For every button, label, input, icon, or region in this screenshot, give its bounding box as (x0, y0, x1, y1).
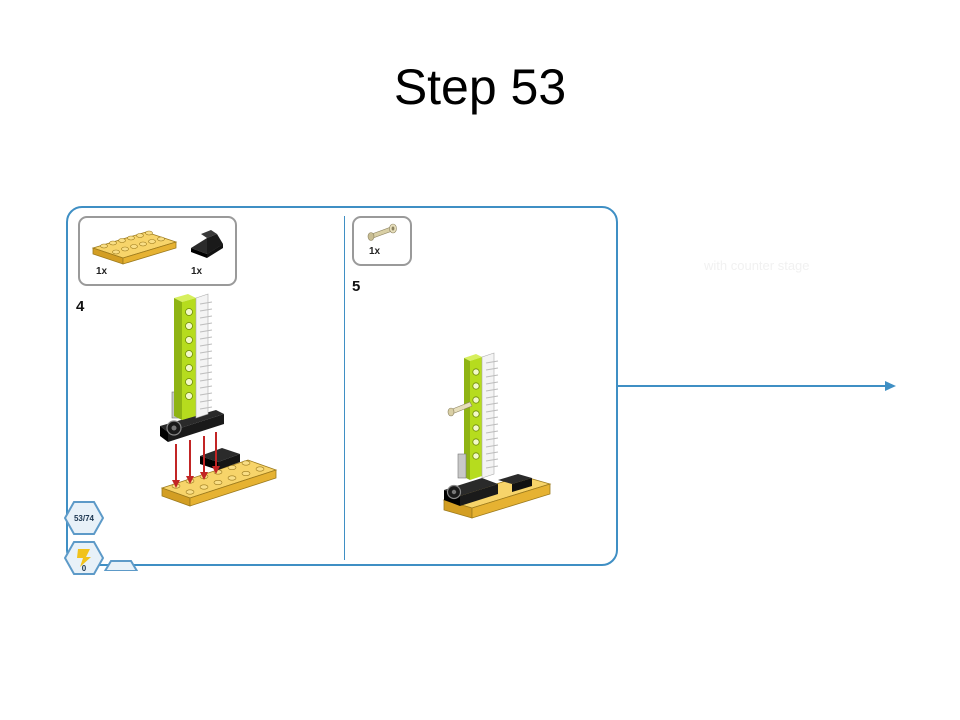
instruction-frame: 1x 1x 4 (66, 206, 618, 566)
bonus-badge-icon: 0 (64, 541, 104, 575)
parts-list-right: 1x (352, 216, 412, 266)
connector-arrow (618, 385, 890, 387)
slope-brick-icon (191, 230, 223, 258)
part-qty: 1x (96, 266, 108, 277)
axle-pin-icon (367, 223, 397, 241)
part-qty: 1x (191, 266, 203, 277)
faint-caption: with counter stage (704, 258, 810, 273)
next-badge-icon (103, 560, 139, 571)
plate-2x6-icon (91, 230, 178, 265)
part-qty: 1x (369, 246, 381, 257)
slide-title: Step 53 (393, 59, 567, 115)
parts-list-left: 1x 1x (78, 216, 237, 286)
page-badge-icon: 53/74 (64, 501, 104, 535)
step-number: 4 (76, 298, 85, 315)
panel-divider (344, 216, 345, 560)
step-number: 5 (352, 278, 361, 295)
arrow-head-icon (885, 381, 896, 391)
bonus-counter: 0 (82, 564, 87, 573)
assembly-illustration-step-4 (160, 293, 278, 507)
assembly-illustration-step-5 (442, 352, 552, 519)
page-counter: 53/74 (74, 514, 95, 523)
